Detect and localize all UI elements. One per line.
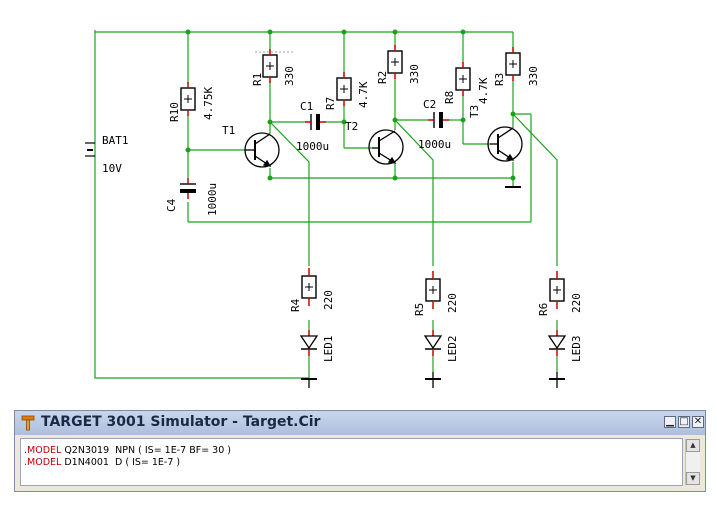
simulator-title: TARGET 3001 Simulator - Target.Cir [41,414,321,430]
r4-value: 220 [322,290,335,310]
c4-name: C4 [165,198,178,212]
led-led1[interactable]: LED1 [299,330,335,378]
output-line: .MODEL D1N4001 D ( IS= 1E-7 ) [24,457,181,468]
led2-name: LED2 [446,336,459,363]
maximize-icon[interactable]: □ [678,416,690,428]
junction-nodes [185,29,516,181]
close-icon[interactable]: ✕ [692,416,704,428]
resistor-marks [184,58,561,294]
bat1-value: 10V [102,162,122,175]
c4-value: 1000u [206,183,219,216]
led3-name: LED3 [570,336,583,363]
r8-value: 4.7K [477,77,490,104]
bat1-name: BAT1 [102,134,129,147]
r5-name: R5 [413,303,426,316]
r7-name: R7 [324,97,337,110]
ground-symbols [301,186,565,388]
t3-name: T3 [468,105,481,118]
r10-name: R10 [168,102,181,122]
resistor-pins [187,45,558,309]
battery-bat1[interactable]: BAT1 10V [85,134,129,175]
r6-value: 220 [570,293,583,313]
c1-value: 1000u [296,140,329,153]
r3-value: 330 [527,66,540,86]
capacitor-c4[interactable]: C4 1000u [165,178,219,216]
simulator-window[interactable]: TARGET 3001 Simulator - Target.Cir ▁ □ ✕… [14,410,706,492]
capacitor-c1[interactable]: C1 1000u [296,100,329,153]
output-scrollbar[interactable]: ▲ ▼ [685,439,700,485]
r3-name: R3 [493,73,506,86]
r8-name: R8 [443,91,456,104]
r2-value: 330 [408,64,421,84]
led-led3[interactable]: LED3 [547,330,583,372]
r2-name: R2 [376,71,389,84]
scroll-up-icon[interactable]: ▲ [686,439,700,452]
resistors[interactable] [180,50,565,302]
r1-value: 330 [283,66,296,86]
t2-name: T2 [345,120,358,133]
output-line: .MODEL Q2N3019 NPN ( IS= 1E-7 BF= 30 ) [24,445,231,456]
simulator-output[interactable]: .END .MODEL Q2N3019 NPN ( IS= 1E-7 BF= 3… [20,438,683,486]
transistor-t2[interactable]: T2 [345,120,404,165]
transistor-t1[interactable]: T1 [222,124,280,168]
capacitor-c2[interactable]: C2 1000u [418,98,451,151]
t1-name: T1 [222,124,235,137]
r10-value: 4.75K [202,87,215,120]
r4-name: R4 [289,298,302,312]
resistor-labels: R10 4.75K R1 330 R7 4.7K R2 330 R8 4.7K … [168,64,583,316]
hammer-icon [21,415,35,431]
r6-name: R6 [537,303,550,316]
r1-name: R1 [251,73,264,86]
r5-value: 220 [446,293,459,313]
simulator-titlebar[interactable]: TARGET 3001 Simulator - Target.Cir ▁ □ ✕ [15,411,705,435]
led1-name: LED1 [322,336,335,363]
r7-value: 4.7K [357,81,370,108]
minimize-icon[interactable]: ▁ [664,416,676,428]
c2-value: 1000u [418,138,451,151]
c1-name: C1 [300,100,313,113]
scroll-down-icon[interactable]: ▼ [686,472,700,485]
led-led2[interactable]: LED2 [423,330,459,372]
c2-name: C2 [423,98,436,111]
transistor-t3[interactable]: T3 [468,105,523,162]
